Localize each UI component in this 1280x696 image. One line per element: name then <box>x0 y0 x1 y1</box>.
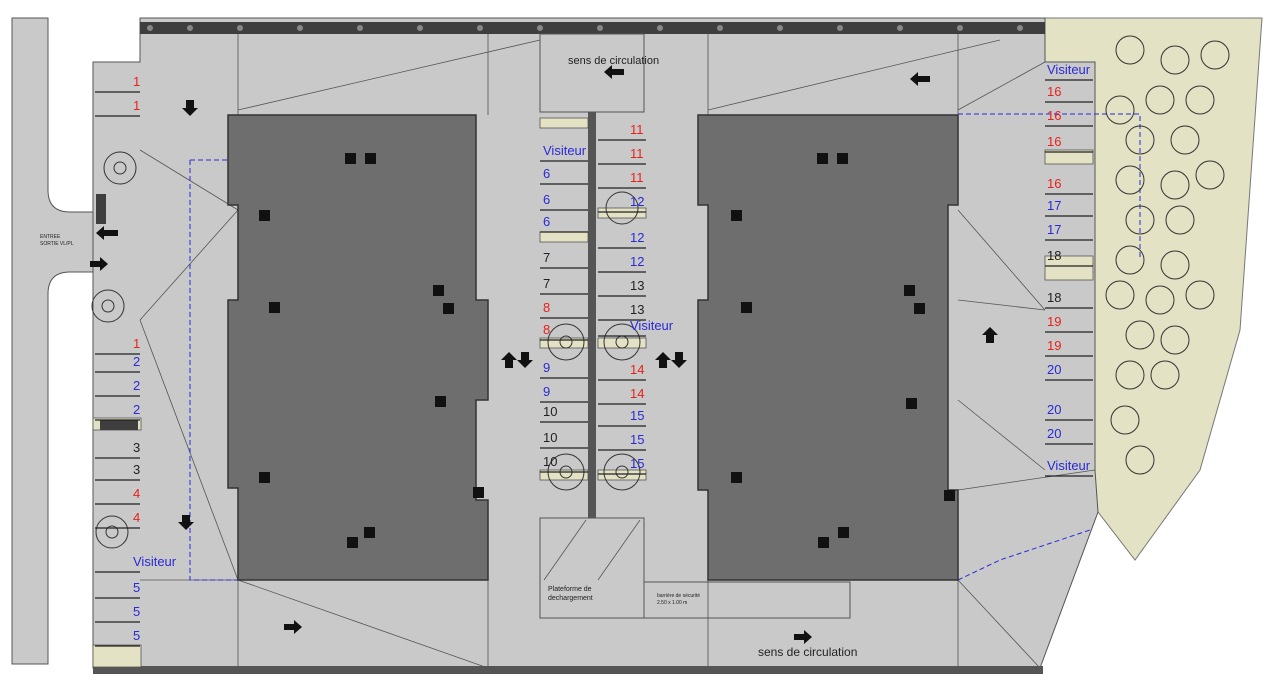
hedge-small <box>96 194 138 430</box>
stall-label-parking-mid-right: 15 <box>630 456 644 471</box>
circulation-lines <box>139 34 1096 669</box>
stall-label-parking-mid-left: 7 <box>543 250 550 265</box>
stall-label-parking-left: 4 <box>133 486 140 501</box>
stall-label-parking-left: 5 <box>133 628 140 643</box>
stall-label-parking-right: Visiteur <box>1047 62 1091 77</box>
bottom-edge <box>93 666 1043 674</box>
stall-label-parking-mid-left: 10 <box>543 430 557 445</box>
stall-label-parking-mid-left: 9 <box>543 360 550 375</box>
parking-stalls: 1112223344Visiteur555Visiteur66677889910… <box>95 62 1093 647</box>
stall-label-parking-right: 17 <box>1047 198 1061 213</box>
building-left <box>227 114 489 581</box>
access-road <box>11 17 94 665</box>
stall-label-parking-mid-right: 12 <box>630 254 644 269</box>
stall-label-parking-left: 1 <box>133 74 140 89</box>
entree-label: ENTREE <box>40 234 61 240</box>
stall-label-parking-left: 1 <box>133 98 140 113</box>
platform-diagonal <box>543 519 587 581</box>
stall-label-parking-mid-right: Visiteur <box>630 318 674 333</box>
stall-label-parking-right: 18 <box>1047 290 1061 305</box>
central-divider <box>588 112 596 580</box>
circulation-label-top: sens de circulation <box>568 55 659 67</box>
stall-label-parking-left: 2 <box>133 378 140 393</box>
stall-label-parking-left: 5 <box>133 604 140 619</box>
stall-label-parking-mid-left: 8 <box>543 322 550 337</box>
stall-label-parking-mid-left: 6 <box>543 166 550 181</box>
unloading-platform <box>539 517 645 619</box>
circulation-label-bottom: sens de circulation <box>758 645 857 659</box>
stall-label-parking-mid-right: 11 <box>630 170 644 185</box>
plateforme-label: Plateforme de <box>548 586 592 593</box>
stall-label-parking-mid-right: 12 <box>630 194 644 209</box>
barriere-label: barrière de sécurité <box>657 593 700 599</box>
stall-label-parking-right: 16 <box>1047 176 1061 191</box>
stall-label-parking-mid-left: 9 <box>543 384 550 399</box>
stall-label-parking-mid-right: 15 <box>630 408 644 423</box>
stall-label-parking-mid-right: 11 <box>630 122 644 137</box>
hedge-texture <box>147 25 1023 31</box>
stall-label-parking-right: 17 <box>1047 222 1061 237</box>
barrier <box>643 581 851 619</box>
stall-label-parking-left: 5 <box>133 580 140 595</box>
stall-label-parking-mid-right: 13 <box>630 278 644 293</box>
stall-label-parking-mid-right: 13 <box>630 302 644 317</box>
trees <box>91 35 1230 549</box>
stall-label-parking-mid-right: 12 <box>630 230 644 245</box>
stall-label-parking-mid-right: 11 <box>630 146 644 161</box>
stall-label-parking-right: 16 <box>1047 134 1061 149</box>
stall-label-parking-right: 16 <box>1047 84 1061 99</box>
stall-label-parking-mid-left: 6 <box>543 214 550 229</box>
top-plaza <box>539 33 645 113</box>
building-markers <box>259 153 955 548</box>
hedge-top <box>140 22 1045 34</box>
stall-label-parking-mid-left: 8 <box>543 300 550 315</box>
building-right <box>697 114 959 581</box>
stall-label-parking-mid-right: 14 <box>630 386 644 401</box>
stall-label-parking-right: 20 <box>1047 426 1061 441</box>
stall-label-parking-right: Visiteur <box>1047 458 1091 473</box>
stall-label-parking-mid-left: 10 <box>543 404 557 419</box>
stall-label-parking-left: 3 <box>133 440 140 455</box>
stall-label-parking-mid-left: 10 <box>543 454 557 469</box>
stall-label-parking-mid-left: 7 <box>543 276 550 291</box>
stall-label-parking-right: 20 <box>1047 362 1061 377</box>
stall-label-parking-left: 2 <box>133 402 140 417</box>
stall-label-parking-left: 2 <box>133 354 140 369</box>
sortie-label: SORTIE VL/PL <box>40 241 74 247</box>
stall-label-parking-right: 19 <box>1047 338 1061 353</box>
stall-label-parking-left: 4 <box>133 510 140 525</box>
barriere-size-label: 2.50 x 1.00 m <box>657 600 687 606</box>
stall-label-parking-right: 16 <box>1047 108 1061 123</box>
platform-diagonal-2 <box>597 519 641 581</box>
stall-label-parking-right: 19 <box>1047 314 1061 329</box>
stall-label-parking-mid-right: 15 <box>630 432 644 447</box>
stall-label-parking-mid-left: 6 <box>543 192 550 207</box>
stall-label-parking-mid-left: Visiteur <box>543 143 587 158</box>
direction-arrows <box>90 65 998 644</box>
stall-label-parking-left: 1 <box>133 336 140 351</box>
stall-label-parking-left: Visiteur <box>133 554 177 569</box>
stall-label-parking-right: 20 <box>1047 402 1061 417</box>
stall-label-parking-right: 18 <box>1047 248 1061 263</box>
dechargement-label: dechargement <box>548 595 593 602</box>
stall-label-parking-left: 3 <box>133 462 140 477</box>
stall-label-parking-mid-right: 14 <box>630 362 644 377</box>
